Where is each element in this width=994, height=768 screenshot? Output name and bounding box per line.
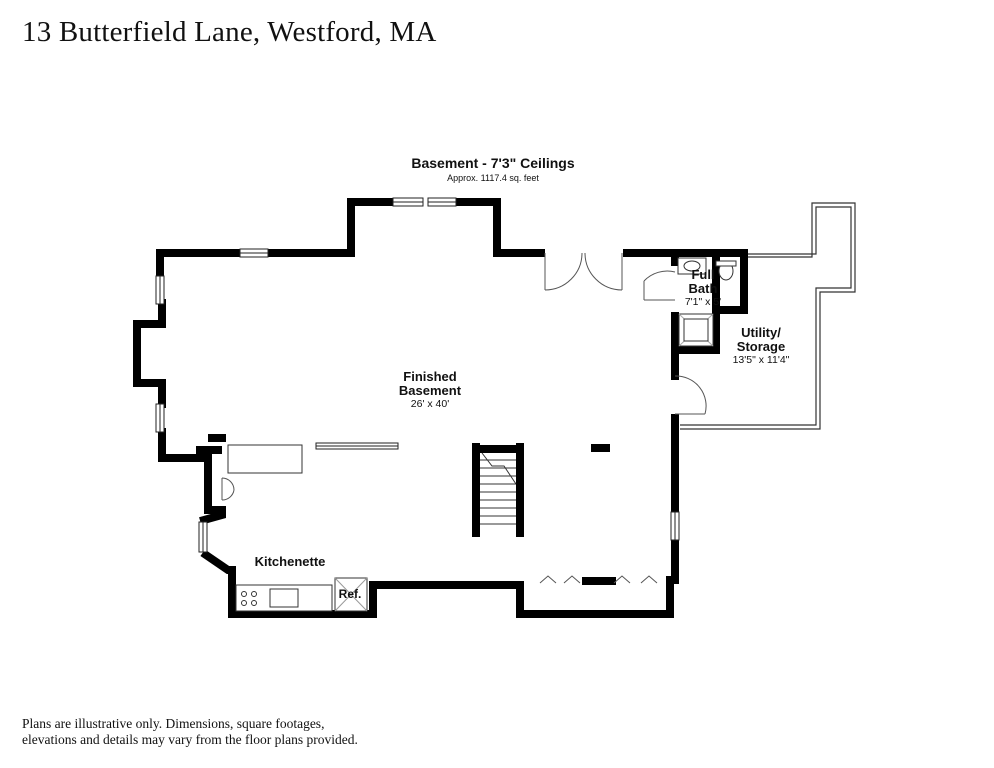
disclaimer-line-2: elevations and details may vary from the… [22,732,358,747]
full-bath-name-1: Full [691,267,714,282]
utility-name-2: Storage [737,339,785,354]
property-address: 13 Butterfield Lane, Westford, MA [22,16,437,48]
disclaimer: Plans are illustrative only. Dimensions,… [22,716,358,748]
finished-basement-name-1: Finished [403,369,457,384]
utility-storage-outline [680,202,856,430]
disclaimer-line-1: Plans are illustrative only. Dimensions,… [22,716,325,731]
floor-area: Approx. 1117.4 sq. feet [447,173,539,183]
utility-name-1: Utility/ [741,325,781,340]
full-bath-name-2: Bath [689,281,718,296]
door-swings [221,252,707,584]
bath-fixtures [677,257,737,347]
refrigerator-label: Ref. [339,587,362,601]
staircase [480,452,517,525]
full-bath-dims: 7'1" x 5' [685,296,721,308]
kitchenette-fixtures [227,444,368,612]
finished-basement-name-2: Basement [399,383,462,398]
windows [155,197,680,553]
floor-title: Basement - 7'3" Ceilings [411,155,574,171]
kitchenette-name: Kitchenette [255,554,326,569]
utility-dims: 13'5" x 11'4" [733,354,790,366]
finished-basement-dims: 26' x 40' [411,398,449,410]
